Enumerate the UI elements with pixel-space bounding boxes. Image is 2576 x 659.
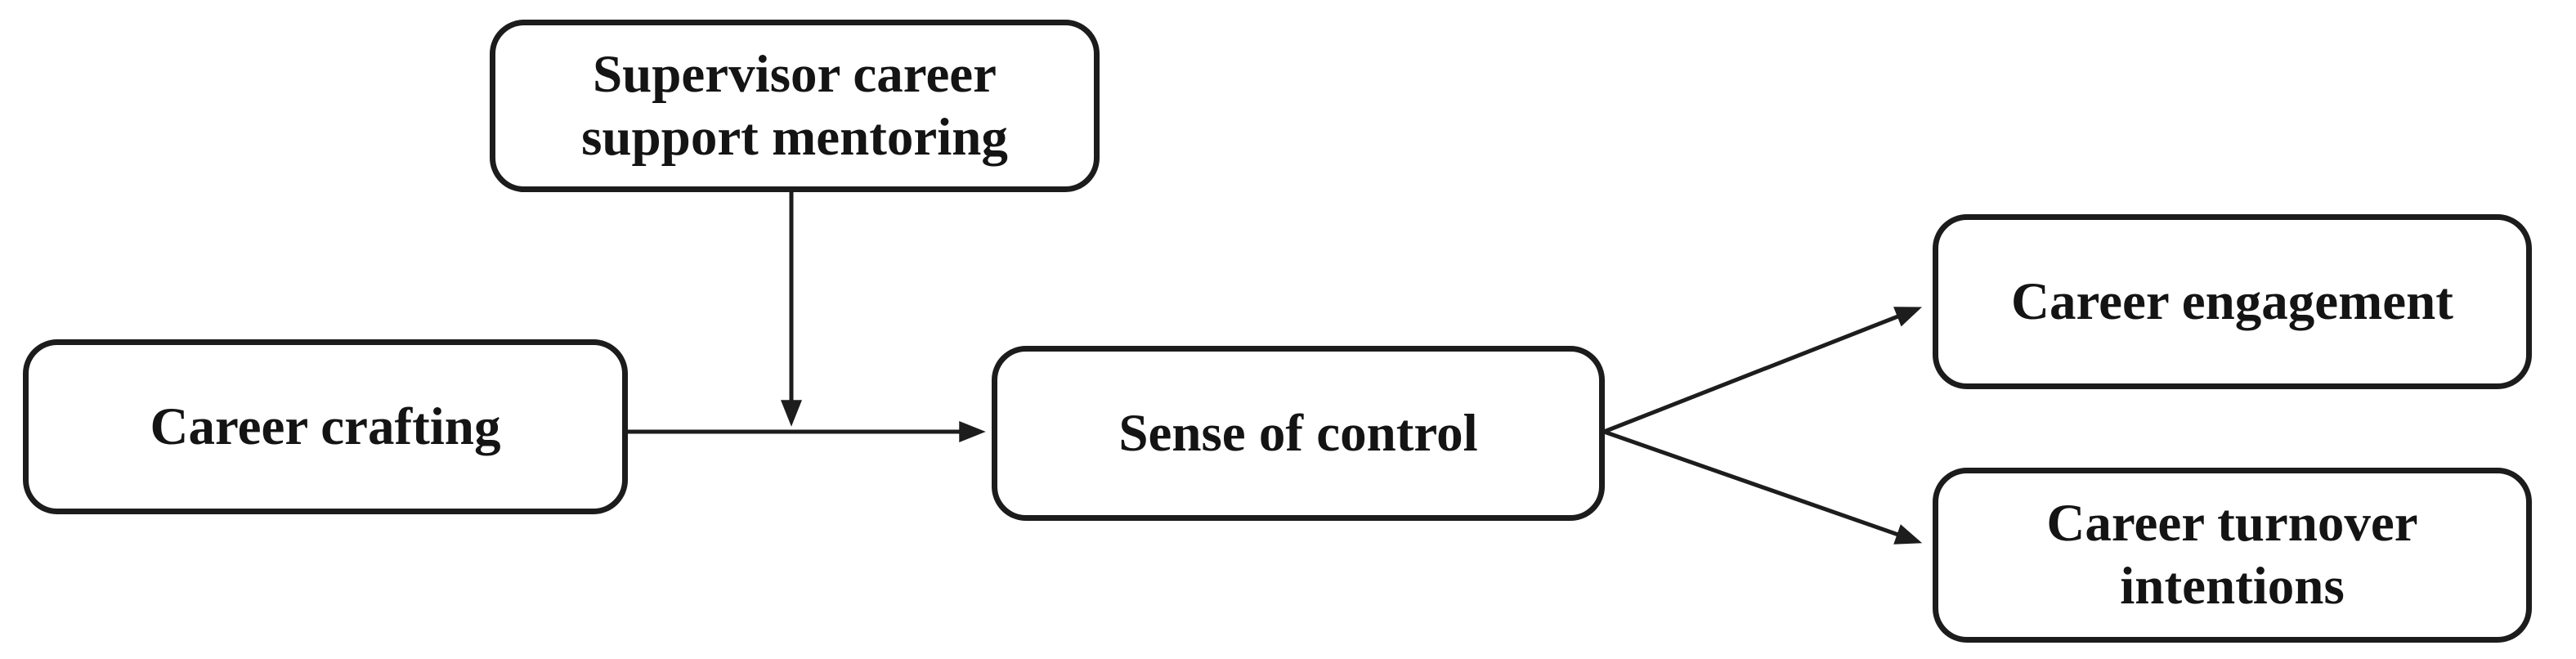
node-career-crafting: Career crafting <box>23 339 628 514</box>
node-label: Career engagement <box>2011 271 2453 331</box>
node-supervisor-career-support-mentoring: Supervisor career support mentoring <box>490 20 1100 192</box>
node-label: Sense of control <box>1118 403 1478 463</box>
edge-control-to-turnover <box>1603 429 1923 545</box>
node-label: Career crafting <box>150 397 501 456</box>
node-label: Supervisor career support mentoring <box>581 44 1008 167</box>
edge-control-to-engagement <box>1603 307 1923 434</box>
node-career-turnover-intentions: Career turnover intentions <box>1933 468 2532 643</box>
node-label: Career turnover intentions <box>2046 494 2418 616</box>
node-sense-of-control: Sense of control <box>992 346 1605 521</box>
node-career-engagement: Career engagement <box>1933 214 2532 389</box>
